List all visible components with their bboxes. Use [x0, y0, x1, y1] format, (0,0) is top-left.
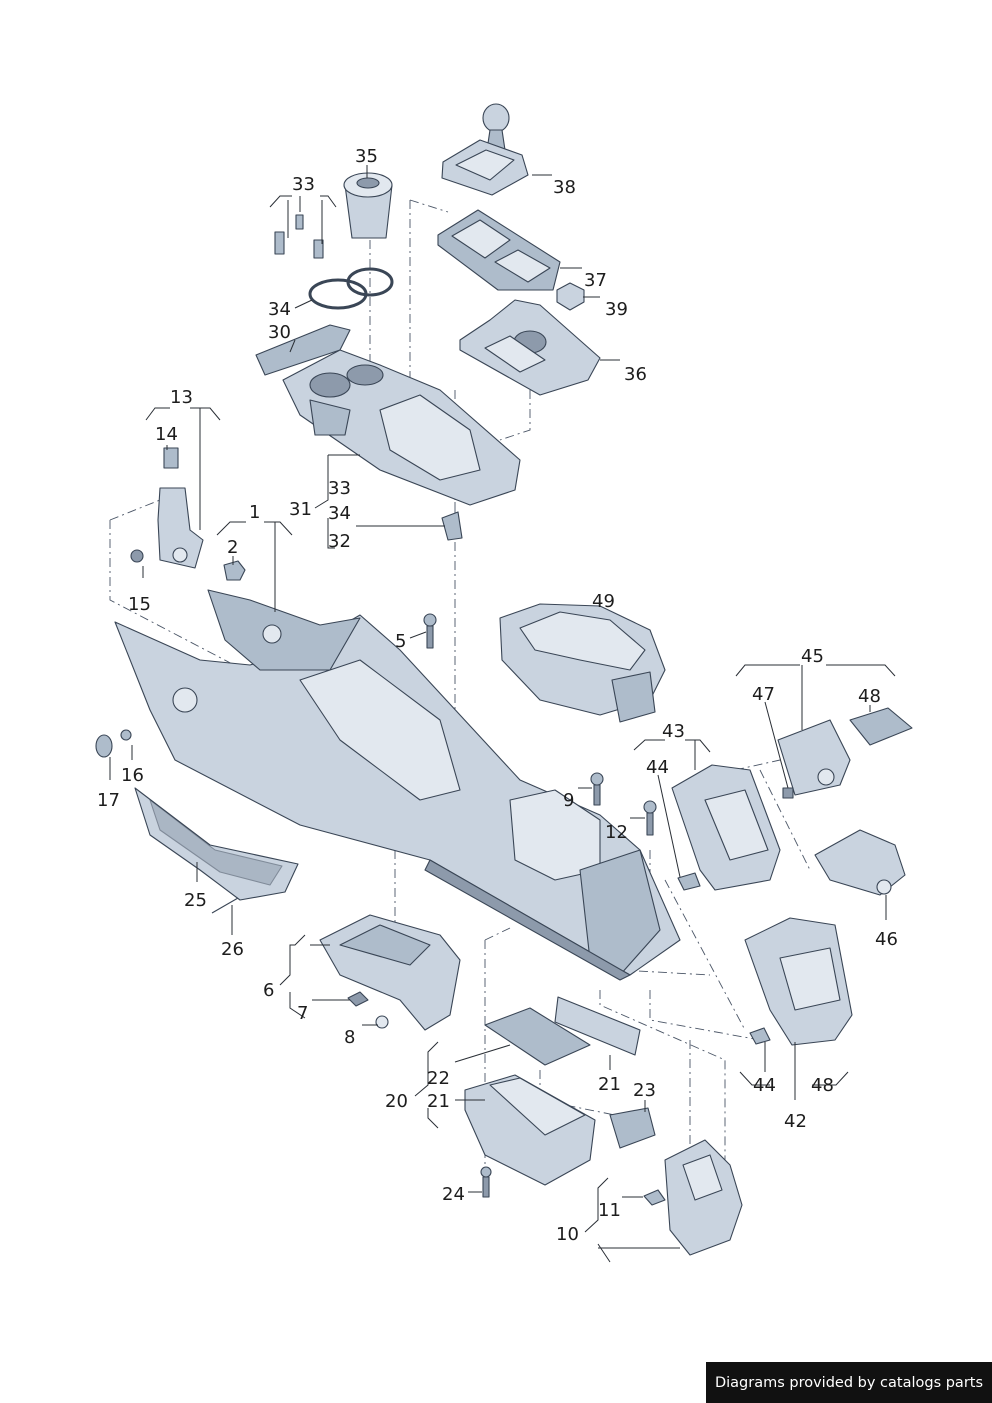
label-22: 22 [427, 1068, 450, 1089]
cup-rings [308, 267, 394, 310]
label-38: 38 [553, 177, 576, 198]
upper-console [282, 349, 521, 541]
armrest [499, 603, 666, 723]
trim-strip [255, 324, 351, 376]
label-49: 49 [592, 591, 615, 612]
label-35: 35 [355, 146, 378, 167]
clip-2 [223, 560, 246, 581]
label-15: 15 [128, 594, 151, 615]
label-30: 30 [268, 322, 291, 343]
cap [95, 734, 113, 758]
label-25: 25 [184, 890, 207, 911]
label-39: 39 [605, 299, 628, 320]
label-21: 21 [598, 1074, 621, 1095]
label-13: 13 [170, 387, 193, 408]
label-26: 26 [221, 939, 244, 960]
label-34: 34 [268, 299, 291, 320]
label-6: 6 [263, 980, 274, 1001]
label-24: 24 [442, 1184, 465, 1205]
label-32: 32 [328, 531, 351, 552]
label-8: 8 [344, 1027, 355, 1048]
screws [120, 613, 657, 1198]
label-36: 36 [624, 364, 647, 385]
label-33: 33 [292, 174, 315, 195]
lower-bracket [319, 914, 461, 1031]
label-10: 10 [556, 1224, 579, 1245]
label-45: 45 [801, 646, 824, 667]
label-42: 42 [784, 1111, 807, 1132]
label-33: 33 [328, 478, 351, 499]
label-48: 48 [811, 1075, 834, 1096]
control-panel [459, 299, 601, 396]
vent-frame-rear [744, 917, 853, 1046]
label-11: 11 [598, 1200, 621, 1221]
vent-controls [777, 707, 913, 896]
label-7: 7 [297, 1003, 308, 1024]
label-17: 17 [97, 790, 120, 811]
label-43: 43 [662, 721, 685, 742]
label-46: 46 [875, 929, 898, 950]
gear-knob-boot [441, 103, 529, 196]
side-bracket [130, 447, 204, 569]
vent-frame-front [671, 764, 781, 891]
label-44: 44 [646, 757, 669, 778]
rear-bracket [643, 1139, 743, 1256]
label-2: 2 [227, 537, 238, 558]
label-5: 5 [395, 631, 406, 652]
label-48: 48 [858, 686, 881, 707]
label-34: 34 [328, 503, 351, 524]
switch [556, 282, 585, 311]
label-21: 21 [427, 1091, 450, 1112]
leader-lines [109, 165, 896, 1263]
part-labels: 35 38 33 37 39 34 30 36 13 14 33 31 34 1… [97, 146, 898, 1245]
label-31: 31 [289, 499, 312, 520]
center-console [114, 589, 681, 981]
label-47: 47 [752, 684, 775, 705]
label-20: 20 [385, 1091, 408, 1112]
label-12: 12 [605, 822, 628, 843]
label-16: 16 [121, 765, 144, 786]
cup-holder-insert [343, 172, 393, 239]
credit-banner: Diagrams provided by catalogs parts [706, 1362, 992, 1403]
label-1: 1 [249, 502, 260, 523]
clips-top [274, 214, 324, 259]
label-37: 37 [584, 270, 607, 291]
label-44: 44 [753, 1075, 776, 1096]
label-9: 9 [563, 790, 574, 811]
mesh-pocket [134, 787, 299, 914]
label-23: 23 [633, 1080, 656, 1101]
trim-frame [437, 209, 561, 291]
storage-box [464, 996, 656, 1186]
label-14: 14 [155, 424, 178, 445]
